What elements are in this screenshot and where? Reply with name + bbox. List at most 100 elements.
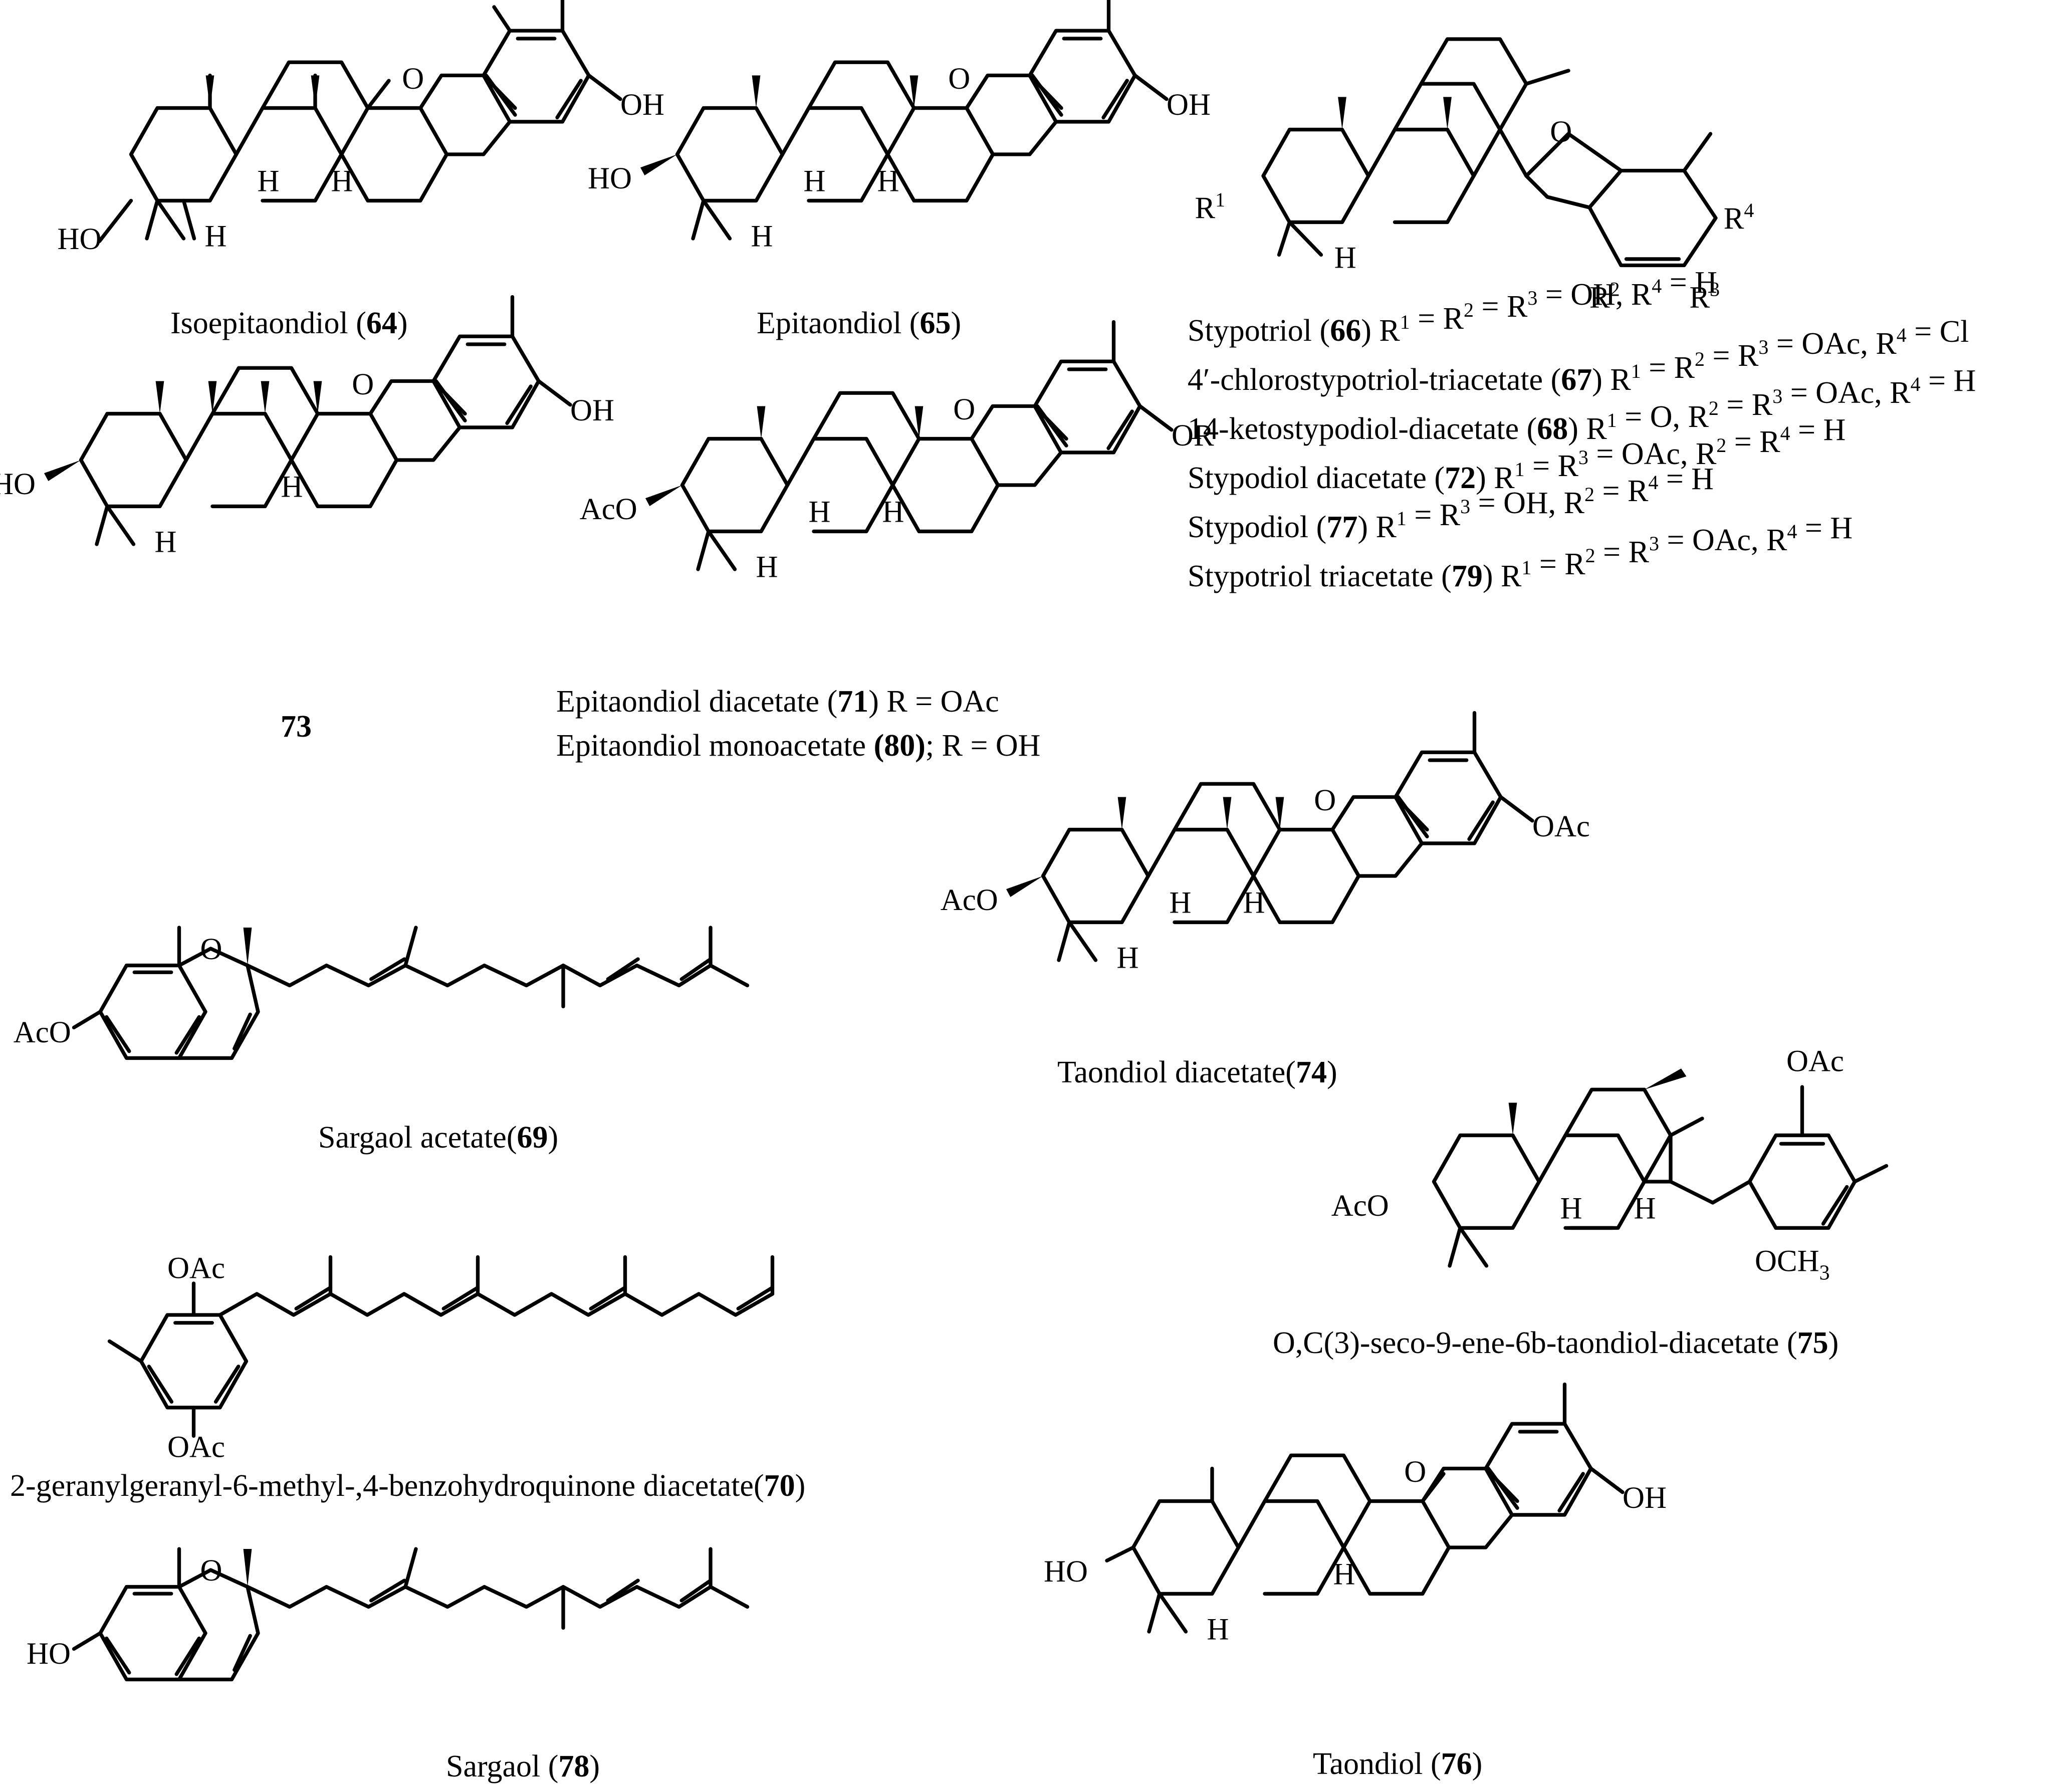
oh-label: OH — [570, 394, 614, 427]
h-label: H — [1117, 942, 1139, 975]
methyl-wedge — [1117, 797, 1126, 830]
h-label: H — [1634, 1192, 1656, 1226]
h-label: H — [205, 220, 227, 254]
oxygen-label: O — [352, 368, 374, 401]
h-label: H — [281, 471, 303, 504]
caption-71-80: Epitaondiol diacetate (71) R = OAcEpitao… — [556, 685, 1040, 763]
structure-76: O OH HO H H — [1044, 1382, 1667, 1647]
methyl-wedge — [313, 381, 322, 414]
aco-label: AcO — [14, 1016, 71, 1049]
methyl-wedge — [208, 381, 217, 414]
structure-65: O OH HO H H H — [588, 0, 1211, 254]
caption-line: Stypodiol diacetate (72) R1 = R3 = OAc, … — [1188, 413, 1846, 495]
ho-label: HO — [0, 468, 36, 501]
methyl-wedge — [1508, 1102, 1517, 1136]
structure-78: O HO — [27, 1547, 750, 1682]
h-label: H — [751, 220, 773, 254]
r2-label: R2 — [1589, 278, 1620, 314]
ho-wedge — [44, 460, 81, 481]
structure-71-80: O OR AcO H H H — [580, 320, 1214, 584]
oxygen-label: O — [953, 393, 975, 426]
methyl-wedge — [311, 75, 320, 108]
h-label: H — [1170, 886, 1192, 920]
structure-70: OAc OAc — [107, 1252, 775, 1464]
h-label: H — [258, 165, 280, 198]
methyl-wedge — [243, 1549, 252, 1587]
caption-line: Stypodiol (77) R1 = R3 = OH, R2 = R4 = H — [1188, 462, 1714, 544]
caption-line: Stypotriol triacetate (79) R1 = R2 = R3 … — [1188, 511, 1853, 593]
ho-label: HO — [1044, 1555, 1088, 1589]
aco-wedge — [645, 485, 682, 506]
ho-label: HO — [27, 1637, 71, 1671]
oxygen-label: O — [1550, 115, 1572, 149]
r1-label: R1 — [1195, 188, 1226, 225]
structure-74: O OAc AcO H H H — [941, 711, 1590, 975]
methyl-wedge — [155, 381, 164, 414]
oxygen-label: O — [200, 933, 222, 966]
methyl-wedge — [752, 75, 761, 108]
structure-64: O OH HO H H H — [58, 0, 664, 256]
och3-label: OCH3 — [1755, 1245, 1830, 1285]
oh-label: OH — [620, 88, 664, 122]
aco-wedge — [1006, 876, 1043, 897]
methyl-wedge — [243, 928, 252, 966]
oxygen-label: O — [1404, 1455, 1426, 1489]
aco-label: AcO — [1331, 1189, 1389, 1223]
caption-line: 14-ketostypodiol-diacetate (68) R1 = O, … — [1188, 364, 1976, 446]
h-label: H — [155, 526, 177, 559]
methyl-wedge — [1338, 97, 1346, 130]
methyl-wedge — [1223, 797, 1232, 830]
h-label: H — [1334, 242, 1356, 275]
aco-label: AcO — [941, 883, 998, 917]
methyl-wedge — [757, 406, 766, 439]
methyl-wedge — [914, 406, 924, 439]
methyl-wedge — [261, 381, 270, 414]
oh-label: OH — [1623, 1481, 1667, 1515]
structure-66-79: O R1 R2 R3 R4 H — [1195, 37, 1754, 315]
ring-system — [129, 0, 622, 241]
caption-75: O,C(3)-seco-9-ene-6b-taondiol-diacetate … — [1273, 1326, 1838, 1360]
h-label: H — [331, 165, 353, 198]
structure-75: OAc AcO OCH3 H H — [1331, 1045, 1889, 1285]
caption-66-79: Stypotriol (66) R1 = R2 = R3 = OH, R4 = … — [1188, 266, 1976, 593]
structure-69: O AcO — [14, 926, 750, 1060]
oac-label: OAc — [1532, 810, 1590, 843]
methyl-wedge — [1644, 1068, 1687, 1090]
caption-line: Epitaondiol diacetate (71) R = OAc — [556, 685, 999, 719]
caption-line: 4′-chlorostypotriol-triacetate (67) R1 =… — [1188, 315, 1969, 397]
h-label: H — [882, 496, 904, 529]
r3-label: R3 — [1690, 278, 1720, 314]
caption-78: Sargaol (78) — [446, 1749, 600, 1783]
caption-74: Taondiol diacetate(74) — [1057, 1055, 1337, 1089]
caption-73: 73 — [281, 710, 312, 744]
caption-line: Epitaondiol monoacetate (80); R = OH — [556, 729, 1040, 763]
oxygen-label: O — [948, 62, 970, 96]
r4-label: R4 — [1724, 199, 1754, 236]
h-label: H — [804, 165, 826, 198]
h-label: H — [1333, 1558, 1355, 1592]
methyl-wedge — [1275, 797, 1284, 830]
h-label: H — [1207, 1613, 1229, 1647]
oac-label: OAc — [1786, 1045, 1844, 1078]
oxygen-label: O — [1314, 784, 1336, 817]
structure-73: O OH HO H H — [0, 295, 614, 559]
oxygen-label: O — [200, 1554, 222, 1588]
caption-69: Sargaol acetate(69) — [318, 1121, 558, 1155]
h-label: H — [877, 165, 899, 198]
h-label: H — [1243, 886, 1265, 920]
caption-64: Isoepitaondiol (64) — [170, 306, 408, 340]
oh-label: OH — [1167, 88, 1211, 122]
ho-label: HO — [588, 162, 632, 195]
oxygen-label: O — [402, 62, 424, 96]
oac-label: OAc — [167, 1252, 225, 1285]
aco-label: AcO — [580, 493, 637, 526]
or-label: OR — [1172, 419, 1214, 453]
caption-70: 2-geranylgeranyl-6-methyl-,4-benzohydroq… — [10, 1469, 805, 1503]
caption-76: Taondiol (76) — [1313, 1747, 1482, 1781]
oac-label: OAc — [167, 1431, 225, 1464]
h-label: H — [1560, 1192, 1582, 1226]
methyl-wedge — [205, 75, 214, 108]
caption-line: Stypotriol (66) R1 = R2 = R3 = OH, R4 = … — [1188, 266, 1717, 348]
caption-65: Epitaondiol (65) — [757, 306, 961, 340]
